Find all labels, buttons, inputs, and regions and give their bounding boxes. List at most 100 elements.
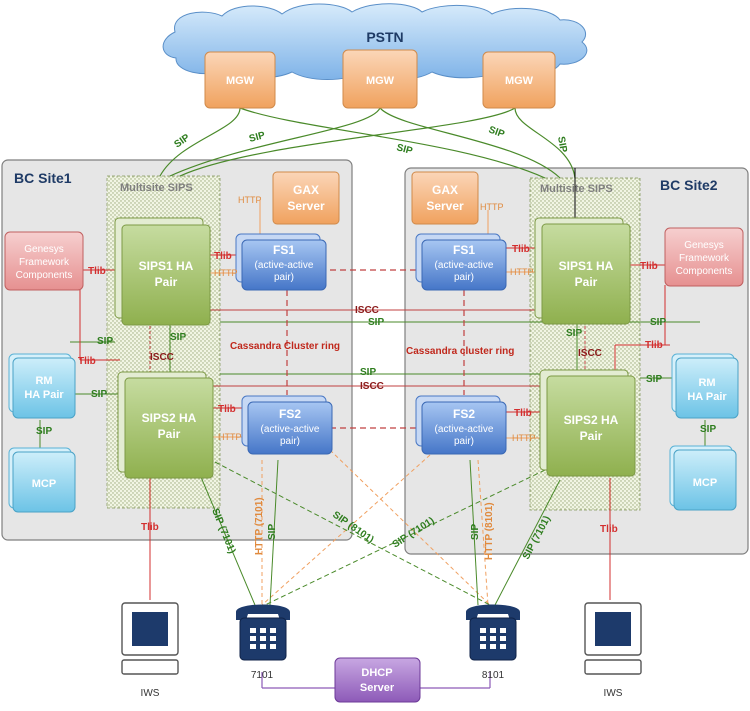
sips-label-line1: SIPS2 HA <box>142 411 197 425</box>
gax-label-line2: Server <box>426 199 464 213</box>
site2-genesys-framework[interactable]: Genesys Framework Components <box>664 227 744 287</box>
tlib-label: Tlib <box>645 340 663 351</box>
iscc-label: ISCC <box>578 348 602 359</box>
http-label: HTTP <box>512 433 536 443</box>
sip-label: SIP <box>368 317 384 328</box>
sips-label-line2: Pair <box>158 427 181 441</box>
tlib-label: Tlib <box>600 524 618 535</box>
dhcp-lines <box>261 672 491 689</box>
genesys-label-line1: Genesys <box>24 244 63 255</box>
fs-label-line1: FS1 <box>453 243 475 257</box>
site2-fs1[interactable]: FS1 (active-active pair) <box>415 233 507 291</box>
sip-label: SIP <box>36 426 52 437</box>
cassandra-label-site1: Cassandra Cluster ring <box>230 341 340 352</box>
site2-multisite-label: Multisite SIPS <box>540 183 613 195</box>
sip-label: SIP <box>97 336 113 347</box>
fs-label-line3: pair) <box>274 272 294 283</box>
tlib-label: Tlib <box>78 356 96 367</box>
http8101-label: HTTP (8101) <box>484 502 495 560</box>
phone-ext-label: 7101 <box>251 670 274 681</box>
sips-label-line1: SIPS1 HA <box>559 259 614 273</box>
site1-genesys-framework[interactable]: Genesys Framework Components <box>4 231 84 291</box>
site2-fs2[interactable]: FS2 (active-active pair) <box>415 395 507 455</box>
sip-label: SIP <box>170 332 186 343</box>
sips-label-line1: SIPS2 HA <box>564 413 619 427</box>
fs-label-line1: FS2 <box>453 407 475 421</box>
http-label: HTTP <box>214 268 238 278</box>
phone-sip-lines <box>39 420 706 606</box>
fs-label-line2: (active-active <box>255 260 314 271</box>
site2-mcp[interactable]: MCP <box>669 445 737 511</box>
iscc-lines <box>149 309 586 387</box>
sip-label: SIP <box>91 389 107 400</box>
mgw-label: MGW <box>226 75 255 87</box>
site2-sips2-ha-pair[interactable]: SIPS2 HA Pair <box>539 369 636 477</box>
site1-sips2-ha-pair[interactable]: SIPS2 HA Pair <box>117 371 214 479</box>
sip-label: SIP <box>650 317 666 328</box>
site2-rm-ha-pair[interactable]: RM HA Pair <box>671 353 739 419</box>
fs-label-line3: pair) <box>454 272 474 283</box>
sip-label: SIP <box>360 367 376 378</box>
site2-sips1-ha-pair[interactable]: SIPS1 HA Pair <box>534 217 631 325</box>
sip-label: SIP <box>248 130 267 145</box>
site1-gax-server[interactable]: GAX Server <box>272 171 340 225</box>
site2-title: BC Site2 <box>660 177 718 193</box>
tlib-lines <box>79 247 670 600</box>
genesys-label-line2: Framework <box>679 253 730 264</box>
mgw-label: MGW <box>505 75 534 87</box>
sip-label: SIP <box>487 124 506 140</box>
mgw-2[interactable]: MGW <box>342 49 418 109</box>
tlib-label: Tlib <box>512 244 530 255</box>
tlib-label: Tlib <box>88 266 106 277</box>
sips-label-line2: Pair <box>580 429 603 443</box>
gax-label-line2: Server <box>287 199 325 213</box>
site1-mcp[interactable]: MCP <box>8 447 76 513</box>
gax-label-line1: GAX <box>293 183 319 197</box>
mcp-label: MCP <box>693 477 717 489</box>
site2-gax-server[interactable]: GAX Server <box>411 171 479 225</box>
site1-rm-ha-pair[interactable]: RM HA Pair <box>8 353 76 419</box>
genesys-label-line1: Genesys <box>684 240 723 251</box>
sip-label: SIP <box>646 374 662 385</box>
fs-label-line3: pair) <box>454 436 474 447</box>
fs-label-line2: (active-active <box>261 424 320 435</box>
iws-label: IWS <box>604 688 623 699</box>
rm-label-line1: RM <box>35 375 52 387</box>
sip-label: SIP <box>267 524 278 540</box>
phone-left[interactable]: 7101 <box>236 604 290 682</box>
genesys-label-line3: Components <box>16 270 73 281</box>
gax-label-line1: GAX <box>432 183 458 197</box>
rm-label-line1: RM <box>698 377 715 389</box>
site1-sips1-ha-pair[interactable]: SIPS1 HA Pair <box>114 217 211 326</box>
phone-ext-label: 8101 <box>482 670 505 681</box>
http-label: HTTP <box>510 267 534 277</box>
tlib-label: Tlib <box>141 522 159 533</box>
mgw-label: MGW <box>366 75 395 87</box>
pstn-label: PSTN <box>366 29 403 45</box>
dhcp-label-line2: Server <box>360 682 395 694</box>
fs-label-line1: FS2 <box>279 407 301 421</box>
tlib-label: Tlib <box>514 408 532 419</box>
fs-label-line2: (active-active <box>435 260 494 271</box>
cassandra-label-site2: Cassandra cluster ring <box>406 346 514 357</box>
site1-fs2[interactable]: FS2 (active-active pair) <box>241 395 333 455</box>
genesys-label-line2: Framework <box>19 257 70 268</box>
iws-right[interactable]: IWS <box>584 602 642 699</box>
site1-fs1[interactable]: FS1 (active-active pair) <box>235 233 327 291</box>
tlib-label: Tlib <box>218 404 236 415</box>
http7101-label: HTTP (7101) <box>254 497 265 555</box>
phone-right[interactable]: 8101 <box>466 604 520 682</box>
http-label: HTTP <box>218 432 242 442</box>
sips-label-line2: Pair <box>155 275 178 289</box>
sips-label-line2: Pair <box>575 275 598 289</box>
iws-left[interactable]: IWS <box>121 602 179 699</box>
site1-multisite-label: Multisite SIPS <box>120 182 193 194</box>
sip-trunk-lines <box>159 107 576 179</box>
tlib-label: Tlib <box>214 251 232 262</box>
dhcp-server[interactable]: DHCP Server <box>334 657 421 703</box>
mgw-3[interactable]: MGW <box>482 51 556 109</box>
rm-label-line2: HA Pair <box>687 391 727 403</box>
mcp-label: MCP <box>32 478 56 490</box>
mgw-1[interactable]: MGW <box>204 51 276 109</box>
genesys-label-line3: Components <box>676 266 733 277</box>
